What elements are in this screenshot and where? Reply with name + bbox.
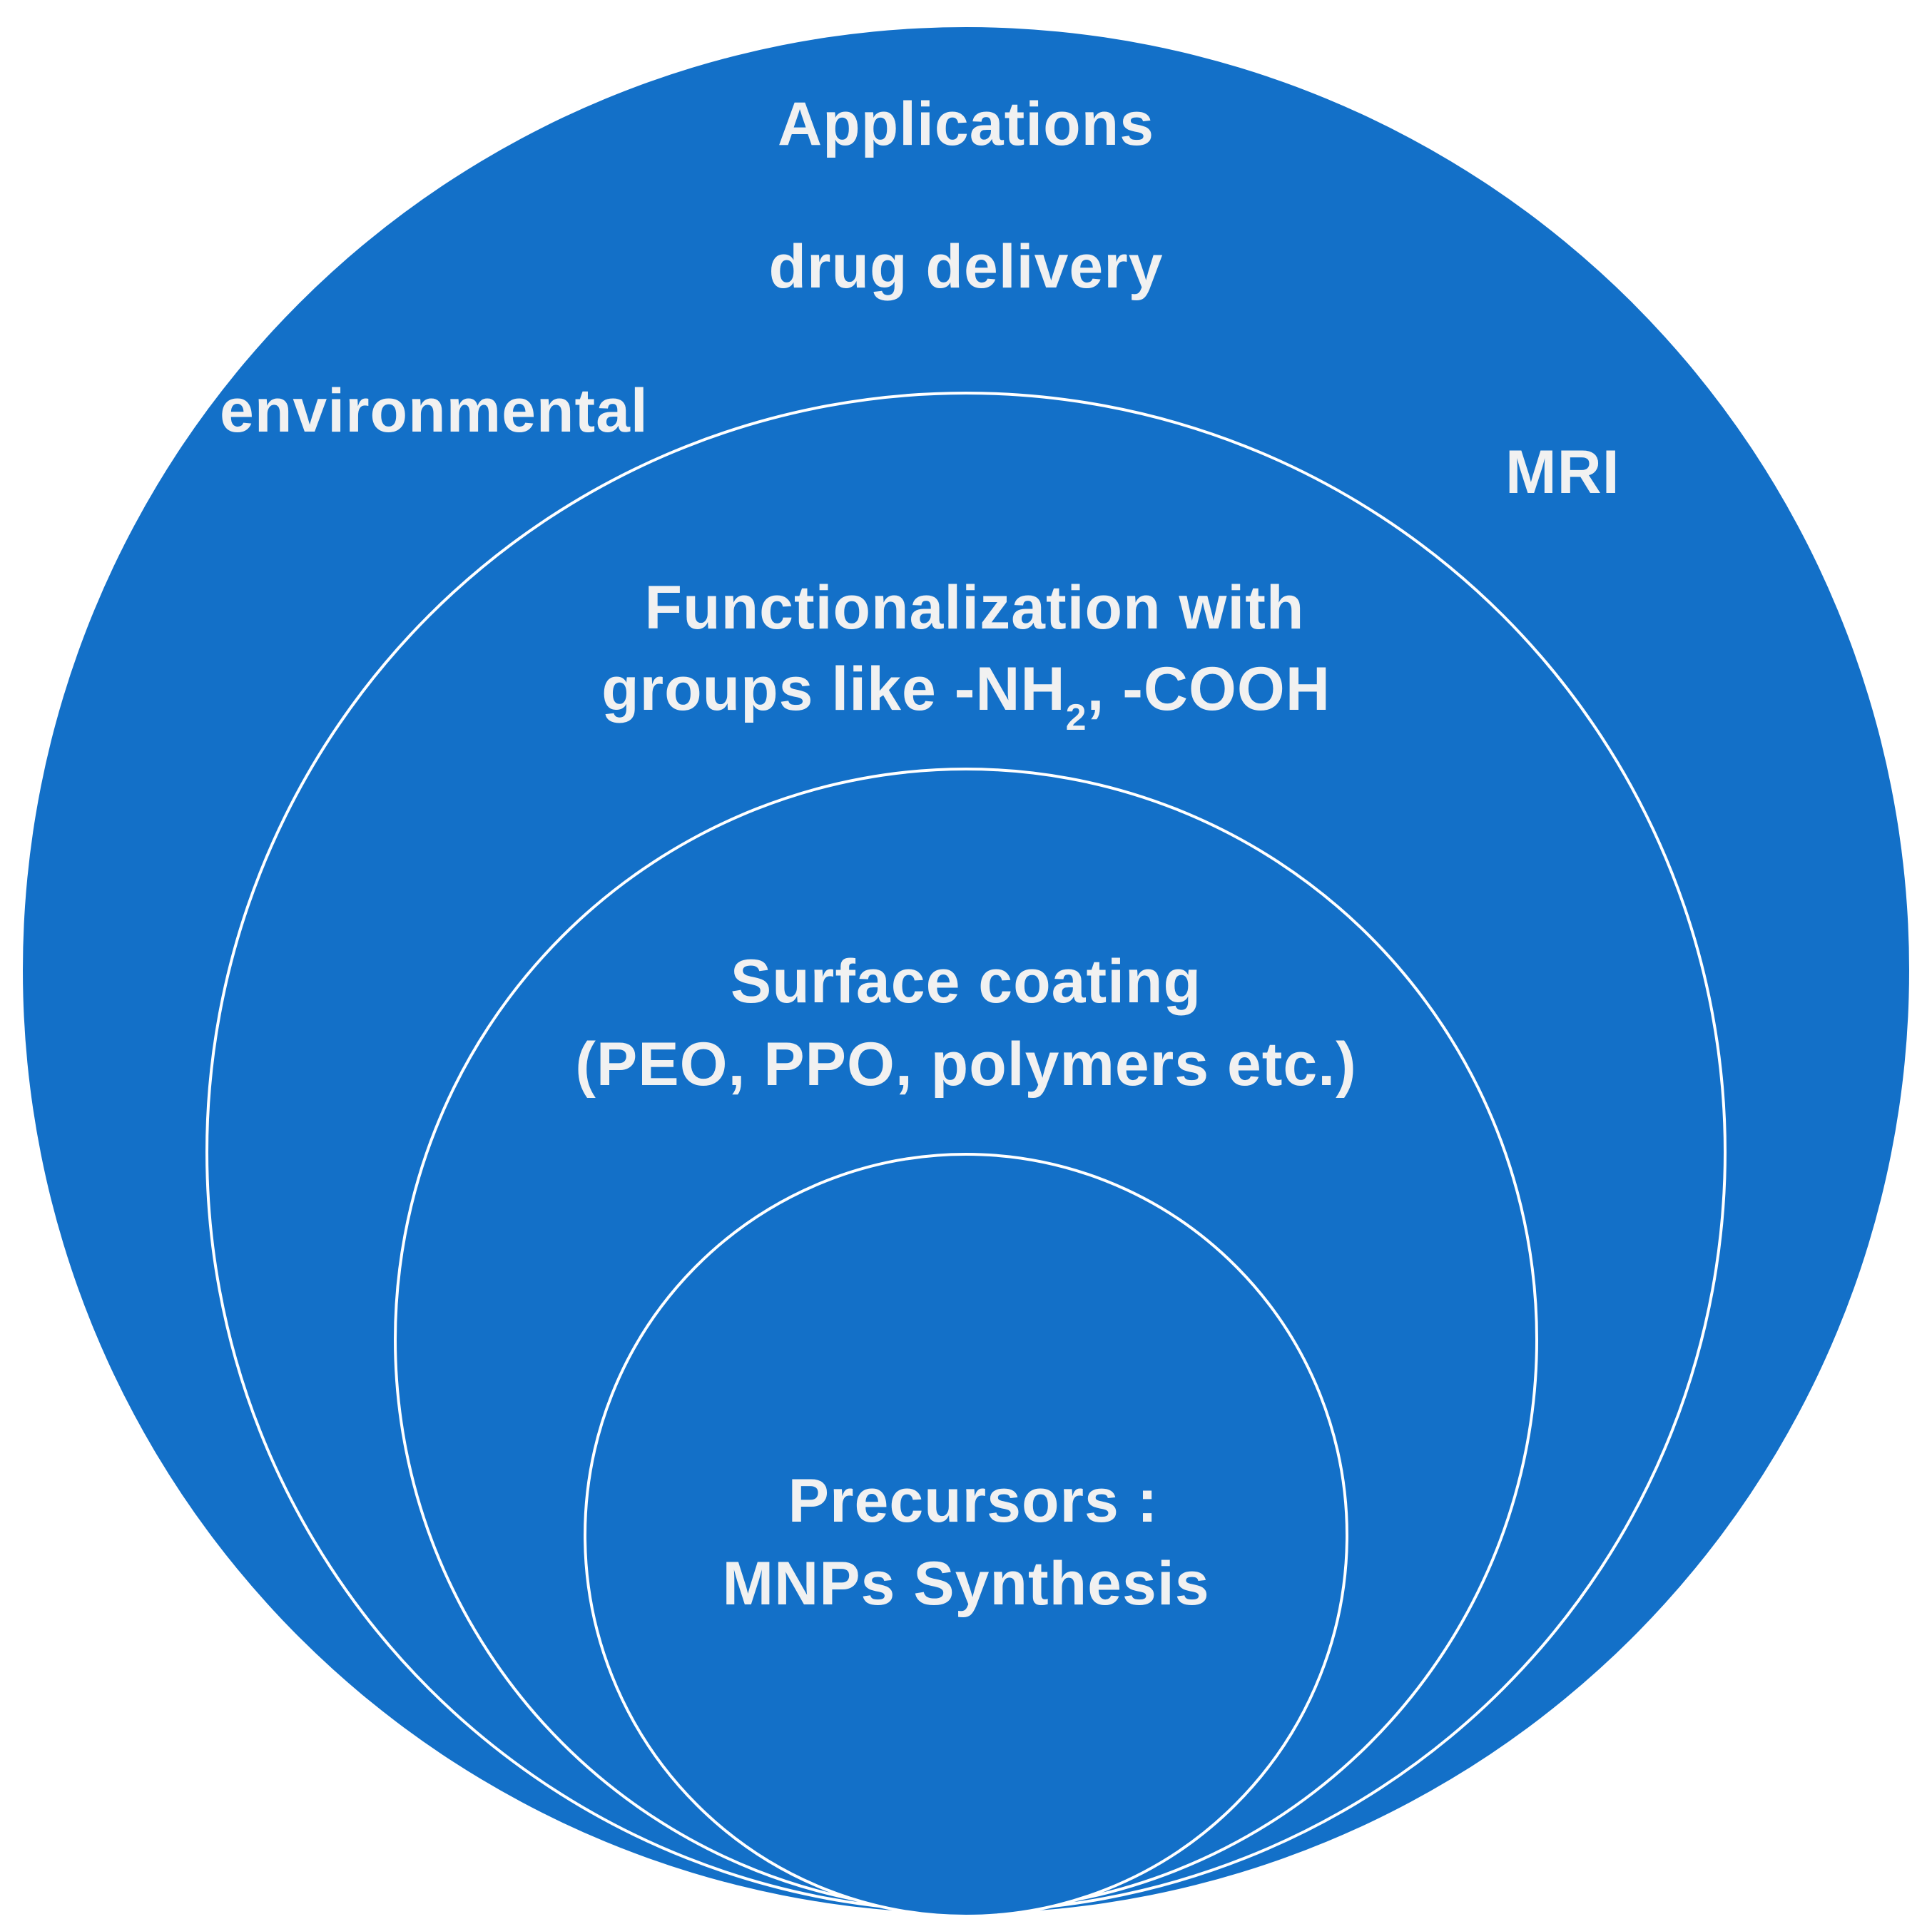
precursors-line-1: Precursors :	[788, 1467, 1159, 1535]
nh2-subscript: 2	[1065, 697, 1087, 738]
drug-delivery-label: drug delivery	[768, 233, 1164, 301]
functionalization-line-2: groups like -NH2, -COOH	[601, 649, 1331, 738]
functionalization-line-1: Functionalization with	[644, 574, 1305, 642]
applications-title: Applications	[777, 90, 1155, 158]
environmental-label: environmental	[220, 377, 649, 445]
mri-label: MRI	[1505, 438, 1620, 507]
surface-coating-line-2: (PEO, PPO, polymers etc.)	[575, 1030, 1357, 1099]
functionalization-cooh-text: , -COOH	[1087, 655, 1331, 723]
surface-coating-line-1: Surface coating	[730, 947, 1202, 1016]
precursors-line-2: MNPs Synthesis	[722, 1549, 1210, 1618]
functionalization-groups-text: groups like -NH	[601, 655, 1066, 723]
precursors-layer-circle	[584, 1153, 1348, 1918]
